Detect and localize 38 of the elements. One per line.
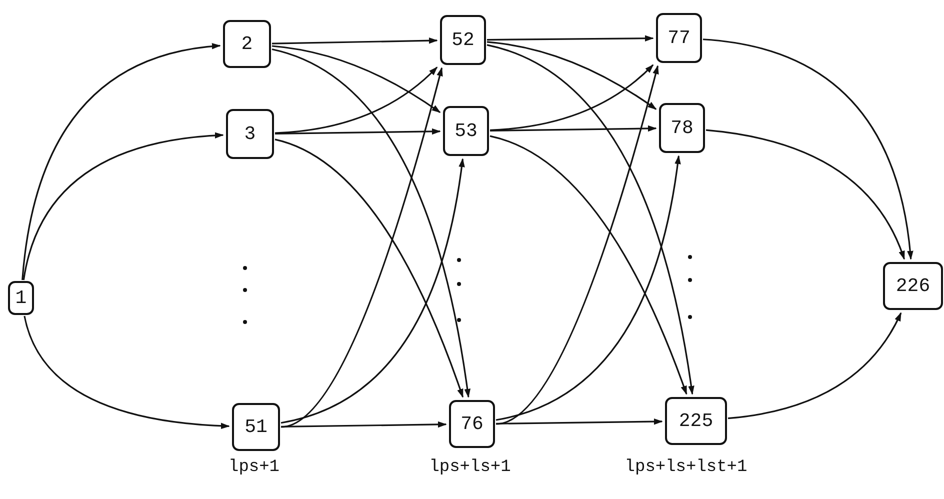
arrow xyxy=(280,421,447,428)
node-box: 52 xyxy=(440,15,486,65)
node-box: 226 xyxy=(883,262,943,310)
column-label: lps+1 xyxy=(228,458,280,477)
node-box: 78 xyxy=(659,103,705,153)
arrow xyxy=(274,66,438,134)
node-box: 76 xyxy=(449,400,495,448)
node-box: 53 xyxy=(443,106,489,156)
arrow xyxy=(496,418,663,425)
arrow xyxy=(274,128,441,135)
arrow xyxy=(272,48,470,398)
node-box: 3 xyxy=(226,109,274,159)
arrow xyxy=(272,37,438,44)
column-label: lps+ls+lst+1 xyxy=(624,458,748,477)
arrow xyxy=(486,41,657,110)
arrow xyxy=(496,65,659,425)
arrow xyxy=(280,158,465,424)
arrow xyxy=(280,67,443,428)
arrow xyxy=(706,129,905,260)
arrow xyxy=(486,44,694,395)
node-box: 1 xyxy=(8,281,34,315)
arrow xyxy=(22,132,224,280)
arrow xyxy=(496,155,681,421)
node-box: 77 xyxy=(656,13,702,63)
arrow xyxy=(272,45,441,114)
arrow xyxy=(702,38,914,260)
arrow xyxy=(728,312,902,420)
arrow xyxy=(22,43,221,280)
arrow xyxy=(490,64,654,131)
arrow xyxy=(487,35,654,42)
node-box: 225 xyxy=(665,397,727,445)
arrow xyxy=(490,135,688,395)
arrow xyxy=(490,125,657,132)
node-box: 51 xyxy=(232,403,280,451)
column-label: lps+ls+1 xyxy=(429,458,511,477)
arrow xyxy=(274,138,464,398)
node-box: 2 xyxy=(223,20,271,68)
arrow xyxy=(24,316,230,429)
